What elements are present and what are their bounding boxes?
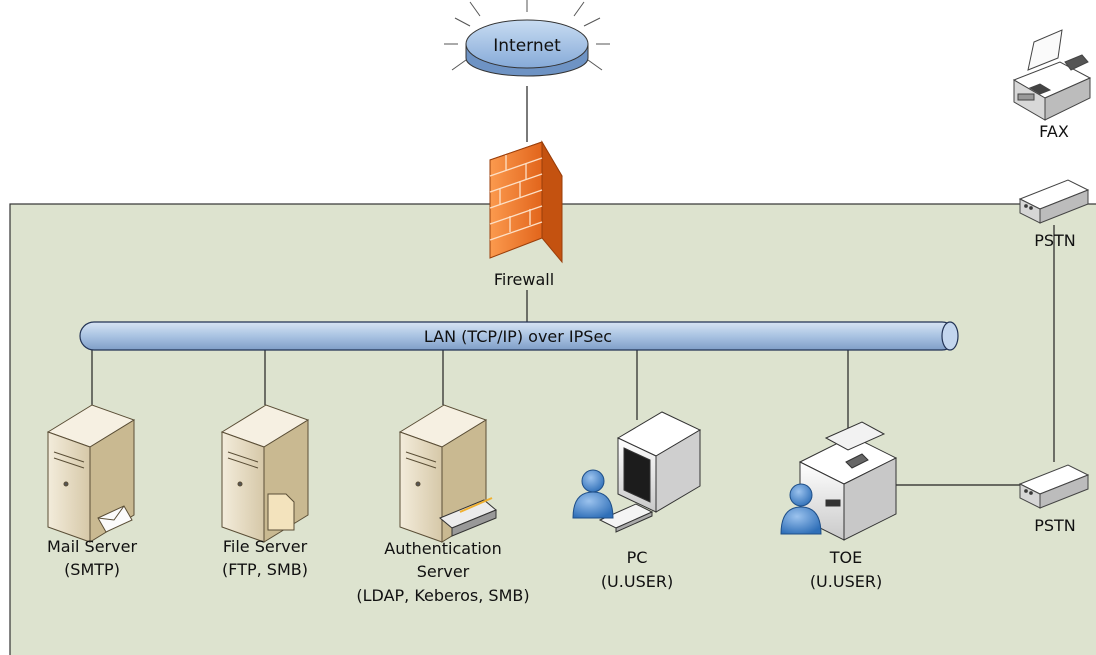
lan-label: LAN (TCP/IP) over IPSec	[424, 327, 612, 346]
file-server-line2: (FTP, SMB)	[222, 560, 308, 579]
internet-label: Internet	[493, 36, 561, 56]
server-tower-envelope-icon	[46, 404, 136, 543]
toe-line2: (U.USER)	[810, 572, 882, 591]
fax-machine-icon	[1012, 29, 1092, 121]
firewall-label: Firewall	[494, 270, 554, 289]
internet-node: Internet	[444, 0, 610, 77]
multifunction-printer-user-icon	[780, 421, 898, 541]
mail-server-node: Mail Server (SMTP)	[46, 404, 137, 579]
server-tower-keyboard-icon	[398, 404, 497, 543]
brick-firewall-icon	[489, 140, 563, 264]
lan-bus: LAN (TCP/IP) over IPSec	[79, 321, 959, 351]
toe-line1: TOE	[829, 548, 862, 567]
mail-server-line1: Mail Server	[47, 537, 137, 556]
server-tower-file-icon	[220, 404, 310, 543]
toe-node: TOE (U.USER)	[780, 421, 898, 591]
auth-server-line1: Authentication	[384, 539, 501, 558]
pstn-bottom-node: PSTN	[1018, 464, 1090, 535]
auth-server-line2: Server	[417, 562, 470, 581]
pstn-bottom-label: PSTN	[1034, 516, 1076, 535]
fax-node: FAX	[1012, 29, 1092, 141]
auth-server-node: Authentication Server (LDAP, Keberos, SM…	[356, 404, 530, 605]
file-server-node: File Server (FTP, SMB)	[220, 404, 310, 579]
pc-line2: (U.USER)	[601, 572, 673, 591]
auth-server-line3: (LDAP, Keberos, SMB)	[356, 586, 529, 605]
computer-user-icon	[572, 411, 702, 533]
fax-label: FAX	[1039, 122, 1069, 141]
modem-icon	[1018, 464, 1090, 509]
pstn-top-label: PSTN	[1034, 231, 1076, 250]
pc-line1: PC	[627, 548, 648, 567]
modem-icon	[1018, 179, 1090, 224]
cloud-disk-icon	[444, 0, 610, 77]
pstn-top-node: PSTN	[1018, 179, 1090, 250]
internal-zone	[9, 203, 1096, 655]
pc-node: PC (U.USER)	[572, 411, 702, 591]
firewall-node: Firewall	[489, 140, 563, 289]
connection-lines	[91, 86, 1055, 486]
file-server-line1: File Server	[223, 537, 308, 556]
mail-server-line2: (SMTP)	[64, 560, 120, 579]
